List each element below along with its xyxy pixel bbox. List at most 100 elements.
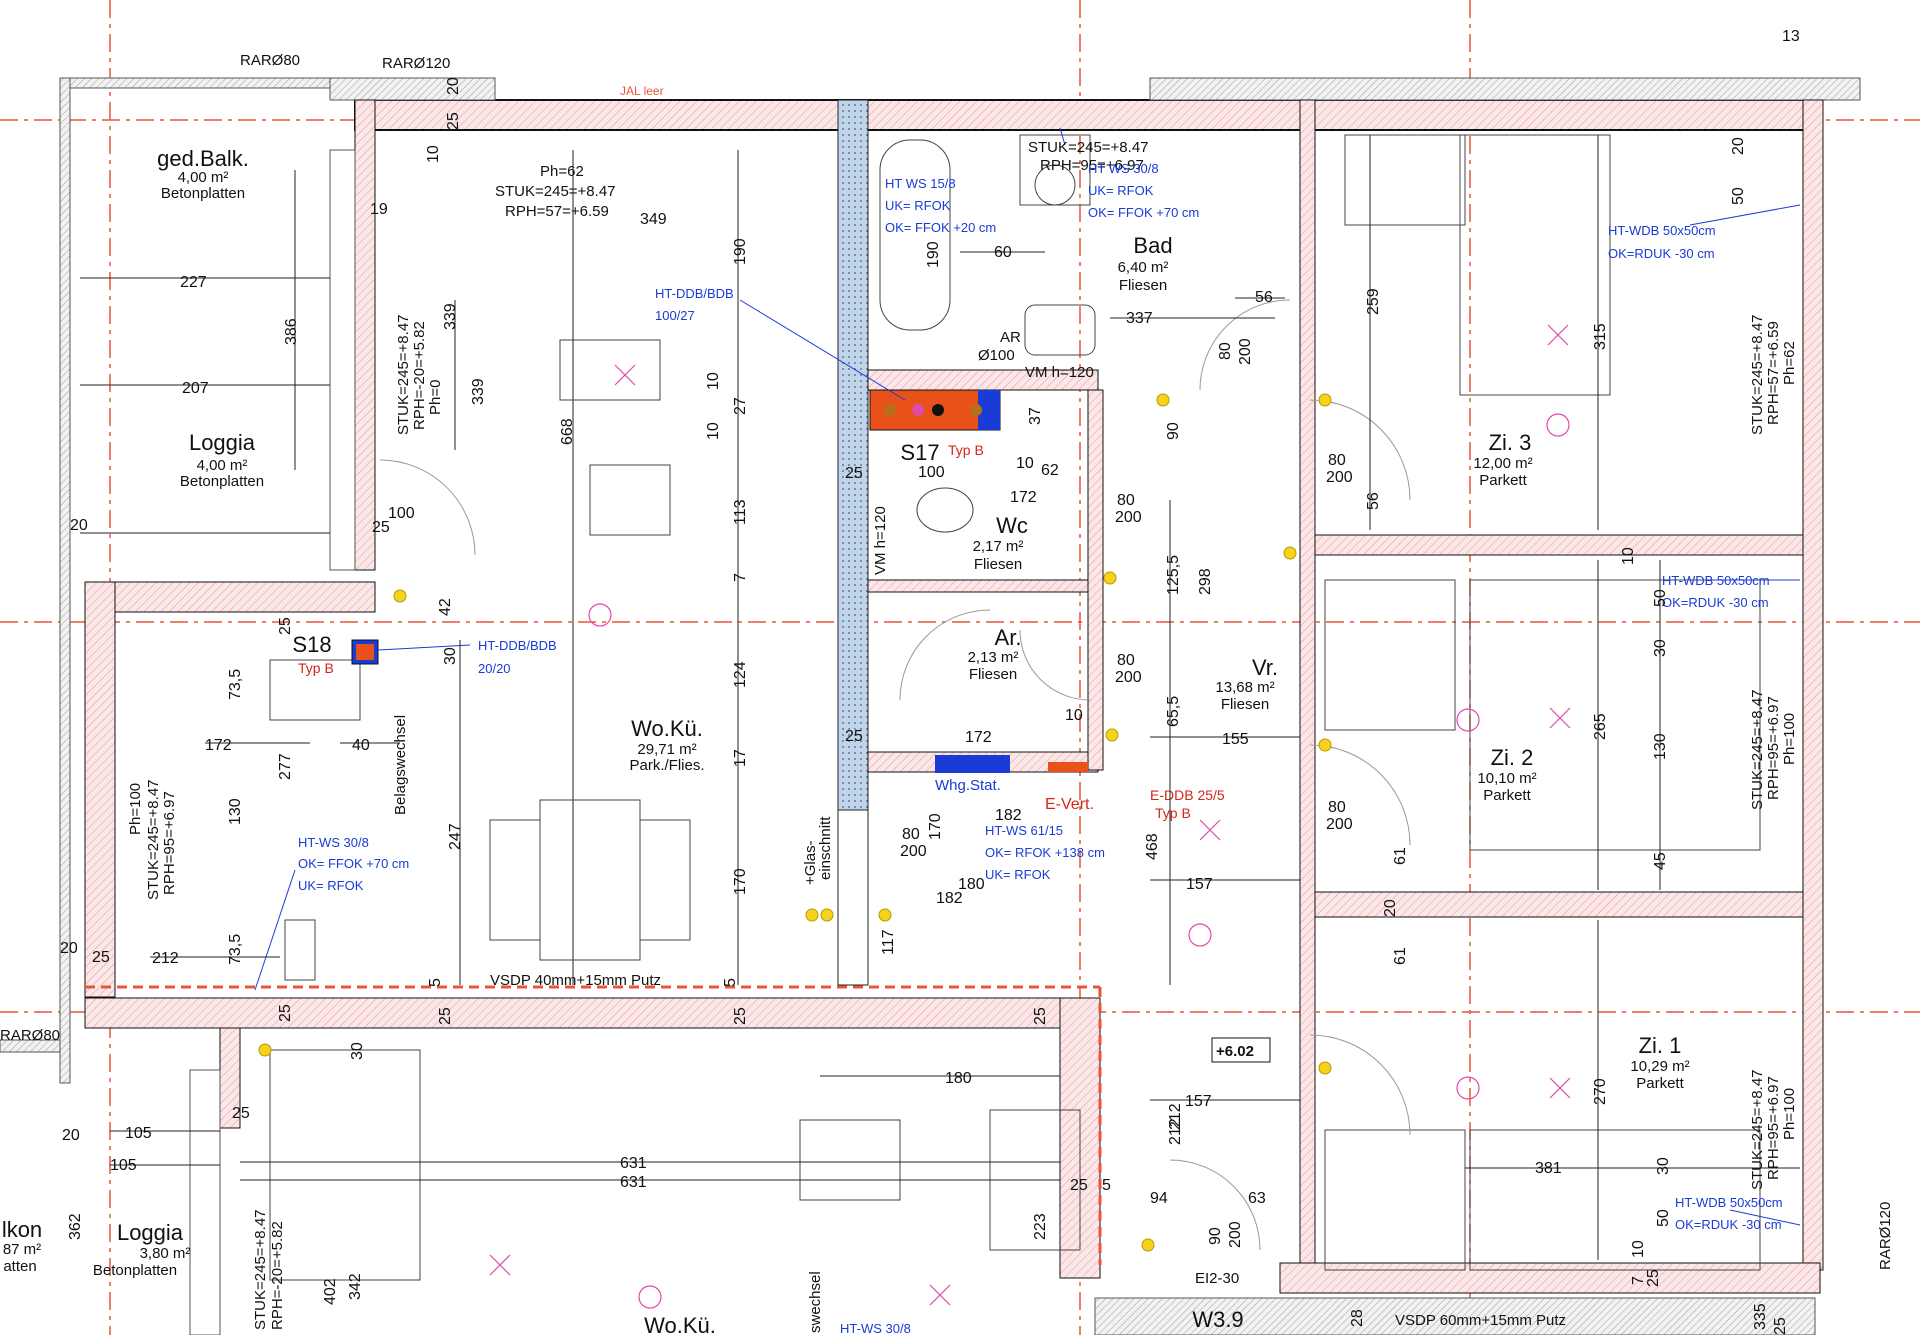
svg-text:65,5: 65,5 <box>1165 696 1182 727</box>
svg-text:12,00 m²: 12,00 m² <box>1473 455 1532 472</box>
svg-text:2,13 m²: 2,13 m² <box>968 649 1019 666</box>
svg-text:25: 25 <box>92 949 110 966</box>
svg-text:20: 20 <box>60 940 78 957</box>
svg-text:94: 94 <box>1150 1190 1168 1207</box>
svg-text:25: 25 <box>232 1105 250 1122</box>
svg-text:25: 25 <box>1645 1269 1662 1287</box>
svg-text:10: 10 <box>705 372 722 390</box>
svg-text:25: 25 <box>277 617 294 635</box>
svg-text:631: 631 <box>620 1155 647 1172</box>
svg-text:JAL leer: JAL leer <box>620 84 664 98</box>
svg-text:20: 20 <box>445 77 462 95</box>
svg-text:RPH=57=+6.59: RPH=57=+6.59 <box>1765 321 1782 425</box>
svg-text:10,29 m²: 10,29 m² <box>1630 1058 1689 1075</box>
svg-text:Ph=0: Ph=0 <box>427 380 444 415</box>
svg-text:HT-WS 61/15: HT-WS 61/15 <box>985 823 1063 838</box>
svg-text:UK= RFOK: UK= RFOK <box>1088 183 1154 198</box>
svg-text:63: 63 <box>1248 1190 1266 1207</box>
svg-text:RARØ120: RARØ120 <box>1877 1202 1894 1270</box>
svg-text:Fliesen: Fliesen <box>969 666 1017 683</box>
svg-text:402: 402 <box>322 1278 339 1305</box>
svg-text:Loggia: Loggia <box>117 1220 184 1245</box>
svg-text:265: 265 <box>1592 713 1609 740</box>
svg-text:Ph=100: Ph=100 <box>1781 1088 1798 1140</box>
svg-text:130: 130 <box>227 798 244 825</box>
room-balcony: ged.Balk. 4,00 m² Betonplatten <box>157 146 249 202</box>
svg-text:OK= FFOK +20 cm: OK= FFOK +20 cm <box>885 220 996 235</box>
svg-text:270: 270 <box>1592 1078 1609 1105</box>
svg-text:VSDP 40mm+15mm Putz: VSDP 40mm+15mm Putz <box>490 972 661 989</box>
svg-text:50: 50 <box>1655 1209 1672 1227</box>
svg-text:HT-DDB/BDB: HT-DDB/BDB <box>478 638 557 653</box>
svg-text:10: 10 <box>705 422 722 440</box>
svg-text:200: 200 <box>1115 669 1142 686</box>
svg-text:2,17 m²: 2,17 m² <box>973 538 1024 555</box>
svg-text:4,00 m²: 4,00 m² <box>197 457 248 474</box>
svg-text:lkon: lkon <box>2 1217 42 1242</box>
svg-text:Whg.Stat.: Whg.Stat. <box>935 777 1001 794</box>
svg-text:62: 62 <box>1041 462 1059 479</box>
svg-text:349: 349 <box>640 211 667 228</box>
svg-text:Typ B: Typ B <box>1155 805 1191 821</box>
svg-text:UK= RFOK: UK= RFOK <box>885 198 951 213</box>
svg-text:10: 10 <box>1065 707 1083 724</box>
svg-text:UK= RFOK: UK= RFOK <box>985 867 1051 882</box>
svg-text:VM h=120: VM h=120 <box>1025 364 1094 381</box>
svg-text:Parkett: Parkett <box>1479 472 1527 489</box>
svg-text:Zi. 1: Zi. 1 <box>1639 1033 1682 1058</box>
svg-text:212: 212 <box>1167 1118 1184 1145</box>
svg-text:RARØ80: RARØ80 <box>240 52 300 69</box>
svg-text:HT-DDB/BDB: HT-DDB/BDB <box>655 286 734 301</box>
dimension-lines <box>80 135 1800 1260</box>
svg-text:339: 339 <box>442 303 459 330</box>
svg-text:100: 100 <box>388 505 415 522</box>
svg-text:Ø100: Ø100 <box>978 347 1015 364</box>
svg-text:STUK=245=+8.47: STUK=245=+8.47 <box>252 1209 269 1330</box>
svg-text:AR: AR <box>1000 329 1021 346</box>
svg-text:315: 315 <box>1592 323 1609 350</box>
svg-text:25: 25 <box>1070 1177 1088 1194</box>
svg-text:HT-WS 30/8: HT-WS 30/8 <box>840 1321 911 1335</box>
svg-text:335: 335 <box>1752 1303 1769 1330</box>
svg-text:170: 170 <box>927 813 944 840</box>
svg-text:200: 200 <box>1326 469 1353 486</box>
electrical-symbols <box>489 324 1571 1309</box>
svg-text:HT WS 30/8: HT WS 30/8 <box>1088 161 1159 176</box>
svg-text:swechsel: swechsel <box>807 1271 824 1333</box>
svg-text:200: 200 <box>900 843 927 860</box>
shaft-s17 <box>869 389 1001 431</box>
svg-text:80: 80 <box>1328 799 1346 816</box>
svg-text:5: 5 <box>722 978 739 987</box>
svg-text:Betonplatten: Betonplatten <box>93 1262 177 1279</box>
svg-text:207: 207 <box>182 380 209 397</box>
room-abstellraum: Ar. 2,13 m² Fliesen <box>968 625 1022 683</box>
svg-text:13: 13 <box>1782 28 1800 45</box>
svg-text:HT-WDB 50x50cm: HT-WDB 50x50cm <box>1608 223 1716 238</box>
svg-text:227: 227 <box>180 274 207 291</box>
svg-text:10,10 m²: 10,10 m² <box>1477 770 1536 787</box>
svg-text:STUK=245=+8.47: STUK=245=+8.47 <box>1749 314 1766 435</box>
svg-text:87 m²: 87 m² <box>3 1241 41 1258</box>
svg-text:Ph=62: Ph=62 <box>1781 341 1798 385</box>
svg-text:80: 80 <box>1117 652 1135 669</box>
svg-text:90: 90 <box>1165 422 1182 440</box>
room-vorraum: Vr. 13,68 m² Fliesen <box>1215 655 1278 713</box>
svg-text:61: 61 <box>1392 947 1409 965</box>
svg-text:OK= RFOK +138 cm: OK= RFOK +138 cm <box>985 845 1105 860</box>
svg-text:25: 25 <box>845 465 863 482</box>
svg-text:247: 247 <box>447 823 464 850</box>
svg-text:172: 172 <box>1010 489 1037 506</box>
svg-text:29,71 m²: 29,71 m² <box>637 741 696 758</box>
svg-text:RPH=57=+6.59: RPH=57=+6.59 <box>505 203 609 220</box>
svg-text:182: 182 <box>936 890 963 907</box>
svg-text:25: 25 <box>732 1007 749 1025</box>
svg-text:+6.02: +6.02 <box>1216 1043 1254 1060</box>
svg-text:298: 298 <box>1197 568 1214 595</box>
room-bad: Bad 6,40 m² Fliesen <box>1118 233 1173 294</box>
svg-text:73,5: 73,5 <box>227 934 244 965</box>
svg-text:172: 172 <box>965 729 992 746</box>
svg-text:HT WS 15/8: HT WS 15/8 <box>885 176 956 191</box>
svg-text:W3.9: W3.9 <box>1192 1307 1243 1332</box>
